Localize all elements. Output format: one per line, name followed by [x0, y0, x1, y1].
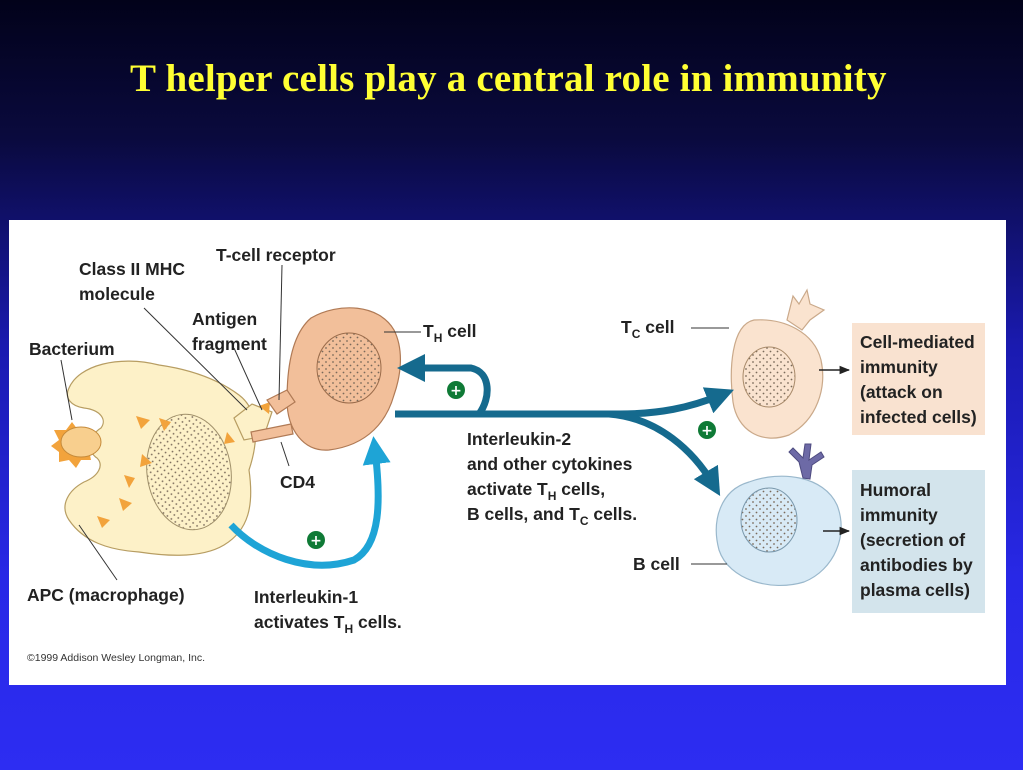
il2-text-1: Interleukin-2	[467, 429, 571, 449]
label-th-cell: TH cell	[423, 321, 476, 345]
label-tc-cell: TC cell	[621, 317, 674, 341]
svg-text:infected cells): infected cells)	[860, 407, 977, 427]
svg-text:immunity: immunity	[860, 505, 938, 525]
il2-text-4: B cells, and TC cells.	[467, 504, 637, 528]
immunity-diagram: + + + Class II MHC molecule T-cell recep…	[27, 245, 985, 664]
label-antigen-1: Antigen	[192, 309, 257, 329]
label-antigen-2: fragment	[192, 334, 267, 354]
plus-badge-il2-th: +	[447, 381, 465, 399]
arrow-il2-loop-th	[397, 354, 491, 417]
il1-text-1: Interleukin-1	[254, 587, 358, 607]
svg-text:immunity: immunity	[860, 357, 938, 377]
label-apc: APC (macrophage)	[27, 585, 185, 605]
label-t-cell-receptor: T-cell receptor	[216, 245, 336, 265]
il2-text-2: and other cytokines	[467, 454, 633, 474]
apc-macrophage	[64, 360, 273, 556]
arrow-il2-main	[395, 387, 734, 418]
svg-text:+: +	[310, 533, 322, 549]
svg-text:Humoral: Humoral	[860, 480, 931, 500]
arrow-il1-to-th	[228, 436, 391, 569]
svg-text:+: +	[450, 383, 462, 399]
tc-cell	[730, 288, 826, 439]
svg-text:Cell-mediated: Cell-mediated	[860, 332, 975, 352]
label-cd4: CD4	[280, 472, 315, 492]
slide-title: T helper cells play a central role in im…	[130, 57, 887, 100]
plus-badge-il1: +	[307, 531, 325, 549]
bacterium	[51, 422, 102, 468]
figure-panel: + + + Class II MHC molecule T-cell recep…	[9, 220, 1006, 685]
cell-mediated-box: Cell-mediated immunity (attack on infect…	[852, 323, 985, 435]
leader-lines	[60, 264, 729, 581]
b-cell	[715, 443, 842, 586]
copyright: ©1999 Addison Wesley Longman, Inc.	[27, 652, 205, 664]
svg-text:+: +	[701, 423, 713, 439]
il1-text-2: activates TH cells.	[254, 612, 402, 636]
label-class-ii-mhc-2: molecule	[79, 284, 155, 304]
label-bacterium: Bacterium	[29, 339, 115, 359]
il2-text-3: activate TH cells,	[467, 479, 605, 503]
label-b-cell: B cell	[633, 554, 680, 574]
svg-text:(attack on: (attack on	[860, 382, 943, 402]
arrow-il2-to-b-cell	[608, 410, 721, 497]
svg-text:plasma cells): plasma cells)	[860, 580, 970, 600]
humoral-box: Humoral immunity (secretion of antibodie…	[852, 470, 985, 613]
th-cell	[250, 307, 402, 451]
svg-text:antibodies by: antibodies by	[860, 555, 973, 575]
svg-text:(secretion of: (secretion of	[860, 530, 965, 550]
plus-badge-il2-tc: +	[698, 421, 716, 439]
label-class-ii-mhc-1: Class II MHC	[79, 259, 185, 279]
